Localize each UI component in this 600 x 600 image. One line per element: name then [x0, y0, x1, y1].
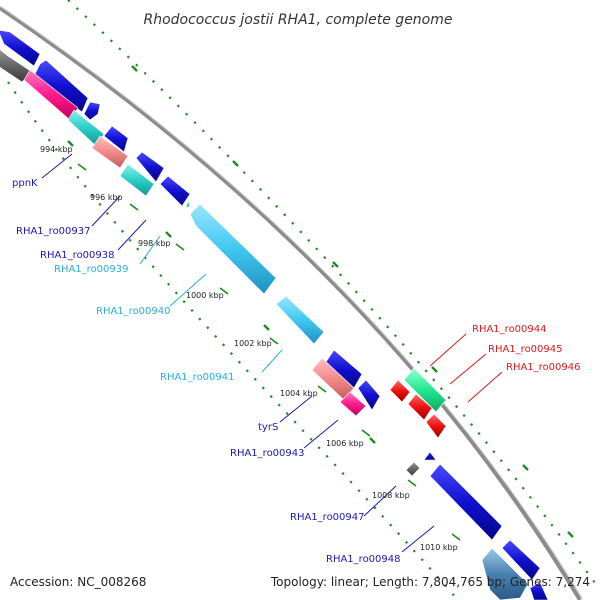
- dash-mark: [67, 140, 74, 147]
- leader-line: [279, 395, 313, 423]
- gene-arrow-sky: [185, 198, 191, 209]
- leader-line: [467, 371, 503, 403]
- scale-label: 996 kbp: [90, 193, 123, 202]
- dash-mark: [369, 437, 376, 444]
- leader-line: [449, 353, 487, 385]
- gene-arrow-blue: [501, 539, 541, 581]
- gene-arrow-blue: [135, 151, 165, 183]
- scale-label: 1010 kbp: [420, 543, 458, 552]
- genes-inner-track: [0, 30, 549, 600]
- gene-arrow-pink: [91, 135, 129, 169]
- dash-mark: [131, 65, 138, 72]
- leader-line: [117, 219, 147, 251]
- gene-label-ro00946[interactable]: RHA1_ro00946: [506, 362, 581, 373]
- gene-label-ro00945[interactable]: RHA1_ro00945: [488, 344, 563, 355]
- gene-arrow-green: [403, 367, 447, 413]
- dash-mark: [567, 531, 574, 538]
- tick-mark: [129, 203, 139, 211]
- gene-arrow-magenta: [23, 69, 79, 121]
- map-title: Rhodococcus jostii RHA1, complete genome: [143, 12, 452, 28]
- tick-mark: [175, 243, 185, 251]
- tick-mark: [407, 479, 417, 487]
- gene-arrow-steel: [481, 547, 529, 600]
- gene-label-ppnK[interactable]: ppnK: [12, 178, 38, 189]
- dash-mark: [332, 261, 339, 268]
- gene-arrow-blue: [103, 125, 129, 153]
- gene-arrow-teal: [119, 163, 155, 197]
- tick-mark: [219, 287, 229, 295]
- gene-arrow-blue: [159, 175, 191, 207]
- leader-line: [303, 419, 339, 449]
- scale-label: 1000 kbp: [186, 291, 224, 300]
- gene-label-ro00941[interactable]: RHA1_ro00941: [160, 372, 235, 383]
- leader-line: [41, 153, 73, 179]
- dash-mark: [232, 160, 239, 167]
- leader-line: [261, 349, 283, 373]
- gene-arrow-magenta: [339, 391, 367, 417]
- dashed-ticks: [67, 65, 574, 538]
- gene-arrow-blue: [357, 379, 381, 411]
- dash-mark: [522, 464, 529, 471]
- tick-mark: [269, 337, 279, 345]
- leader-line: [401, 525, 435, 553]
- gene-label-ro00944[interactable]: RHA1_ro00944: [472, 324, 547, 335]
- tick-mark: [361, 429, 371, 437]
- gene-label-tyrS[interactable]: tyrS: [258, 422, 278, 433]
- leader-lines: [41, 153, 503, 553]
- gene-label-ro00940[interactable]: RHA1_ro00940: [96, 306, 171, 317]
- tick-mark: [77, 163, 87, 171]
- dotted-ring-inner: [7, 81, 459, 600]
- genome-backbone-highlight: [0, 5, 583, 599]
- leader-line: [429, 333, 467, 367]
- tick-mark: [317, 385, 327, 393]
- tick-mark: [451, 533, 461, 541]
- gene-label-ro00948[interactable]: RHA1_ro00948: [326, 554, 401, 565]
- dash-mark: [165, 231, 172, 238]
- gene-arrow-blue: [0, 30, 41, 67]
- gene-arrow-gray: [405, 461, 421, 477]
- leader-line: [363, 485, 397, 517]
- dash-mark: [263, 324, 270, 331]
- topology-text: Topology: linear; Length: 7,804,765 bp; …: [270, 575, 590, 589]
- scale-label: 998 kbp: [138, 239, 171, 248]
- gene-label-ro00947[interactable]: RHA1_ro00947: [290, 512, 365, 523]
- dash-mark: [431, 366, 438, 373]
- gene-arrow-blue: [529, 581, 549, 600]
- scale-label: 1006 kbp: [326, 439, 364, 448]
- gene-arrow-sky: [189, 203, 277, 295]
- dotted-rings: [7, 0, 600, 600]
- gene-arrow-red: [389, 379, 411, 403]
- genes-outer-track: [389, 367, 447, 439]
- gene-label-ro00943[interactable]: RHA1_ro00943: [230, 448, 305, 459]
- gene-arrow-blue: [429, 463, 503, 541]
- gene-arrow-pink: [311, 357, 355, 401]
- genome-backbone: [0, 6, 582, 600]
- gene-arrow-red: [407, 393, 433, 421]
- gene-arrow-blue: [83, 101, 101, 121]
- gene-arrow-red: [425, 413, 447, 439]
- scale-label: 1008 kbp: [372, 491, 410, 500]
- gene-arrow-teal: [67, 109, 105, 147]
- accession-text: Accession: NC_008268: [10, 575, 146, 589]
- tick-marks: [77, 163, 461, 541]
- leader-line: [139, 235, 161, 265]
- dotted-ring-outer: [67, 0, 600, 591]
- scale-label: 1004 kbp: [280, 389, 318, 398]
- leader-line: [91, 195, 121, 227]
- gene-label-ro00938[interactable]: RHA1_ro00938: [40, 250, 115, 261]
- scale-label: 1002 kbp: [234, 339, 272, 348]
- leader-line: [169, 273, 207, 307]
- gene-label-ro00939[interactable]: RHA1_ro00939: [54, 264, 129, 275]
- scale-labels: 994 kbp 996 kbp 998 kbp 1000 kbp 1002 kb…: [40, 145, 458, 552]
- gene-label-ro00937[interactable]: RHA1_ro00937: [16, 226, 91, 237]
- gene-labels: ppnK RHA1_ro00937 RHA1_ro00938 RHA1_ro00…: [12, 178, 581, 565]
- gene-arrow-sky: [275, 295, 325, 345]
- gene-arrow-blue: [423, 451, 437, 461]
- scale-label: 994 kbp: [40, 145, 73, 154]
